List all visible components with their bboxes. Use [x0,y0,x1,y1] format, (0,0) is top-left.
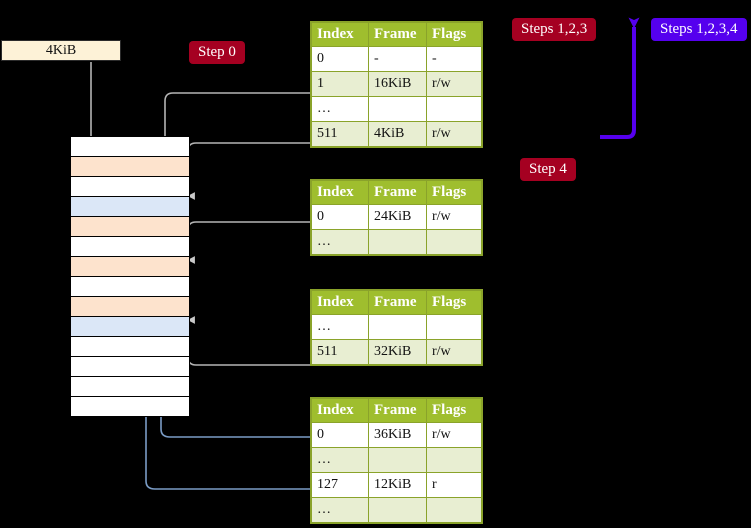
table-cell: 1 [311,71,369,97]
table-cell [426,96,482,122]
memory-frame-row [70,176,190,197]
column-header-frame: Frame [368,180,427,205]
badge-steps-1234-label: Steps 1,2,3,4 [660,21,738,37]
page-size-box: 4KiB [1,40,121,61]
column-header-flags: Flags [426,398,482,423]
table-cell: r/w [426,121,482,147]
wire-steps-loop-arrow [600,17,640,139]
memory-frame-row [70,396,190,417]
table-cell: 36KiB [368,422,427,448]
memory-frame-row [70,236,190,257]
table-row: … [311,229,482,255]
table-cell: 4KiB [368,121,427,147]
badge-step-4: Step 4 [520,158,576,181]
memory-frame-row [70,356,190,377]
table-cell: 24KiB [368,204,427,230]
table-row: … [311,497,482,523]
table-cell: … [311,96,369,122]
column-header-frame: Frame [368,290,427,315]
table-cell: … [311,497,369,523]
column-header-index: Index [311,398,369,423]
wire-table3-to-frame [187,316,311,366]
table-cell: r/w [426,204,482,230]
memory-frame-row [70,216,190,237]
memory-frame-row [70,136,190,157]
table-cell [368,229,427,255]
table-cell: 0 [311,204,369,230]
memory-frame-row [70,196,190,217]
memory-frame-row [70,376,190,397]
column-header-flags: Flags [426,290,482,315]
table-cell: 16KiB [368,71,427,97]
column-header-frame: Frame [368,22,427,47]
memory-frame-row [70,256,190,277]
badge-step-4-label: Step 4 [529,161,567,177]
table-cell: - [368,46,427,72]
badge-step-0: Step 0 [189,41,245,64]
table-cell [426,314,482,340]
table-cell: … [311,447,369,473]
memory-frame-row [70,296,190,317]
memory-frame-row [70,316,190,337]
badge-steps-1234: Steps 1,2,3,4 [651,18,747,41]
table-cell: r [426,472,482,498]
badge-steps-123-label: Steps 1,2,3 [521,21,588,37]
table-cell [368,497,427,523]
table-cell: 511 [311,121,369,147]
table-cell: r/w [426,339,482,365]
table-cell: … [311,314,369,340]
table-cell [426,447,482,473]
table-cell [368,447,427,473]
table-cell: 0 [311,422,369,448]
table-cell [368,96,427,122]
badge-step-0-label: Step 0 [198,44,236,60]
table-cell: 12KiB [368,472,427,498]
memory-frame-row [70,336,190,357]
table-cell: 511 [311,339,369,365]
table-cell: 0 [311,46,369,72]
badge-steps-123: Steps 1,2,3 [512,18,597,41]
table-cell: - [426,46,482,72]
table-cell [426,229,482,255]
physical-memory-column [70,136,190,417]
table-cell: … [311,229,369,255]
table-cell: r/w [426,71,482,97]
column-header-index: Index [311,180,369,205]
column-header-index: Index [311,22,369,47]
table-row: … [311,96,482,122]
table-row: … [311,447,482,473]
table-cell [368,314,427,340]
column-header-index: Index [311,290,369,315]
table-cell [426,497,482,523]
memory-frame-row [70,276,190,297]
column-header-frame: Frame [368,398,427,423]
column-header-flags: Flags [426,180,482,205]
table-cell: r/w [426,422,482,448]
wire-table2-to-frame [187,221,311,264]
table-cell: 32KiB [368,339,427,365]
table-cell: 127 [311,472,369,498]
table-row: 0-- [311,46,482,72]
memory-frame-row [70,156,190,177]
page-size-label: 4KiB [45,43,77,58]
table-row: … [311,314,482,340]
column-header-flags: Flags [426,22,482,47]
